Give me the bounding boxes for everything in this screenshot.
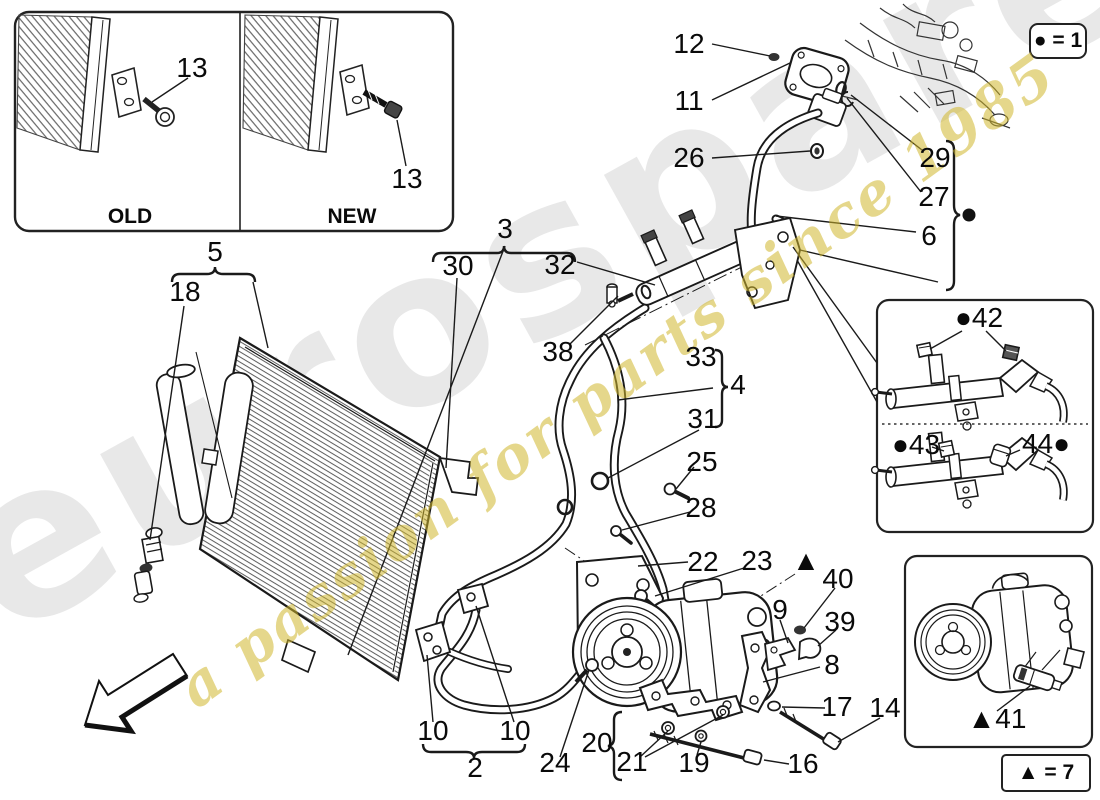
quantity-dot	[962, 208, 976, 222]
new-label: NEW	[322, 205, 382, 229]
callout-8-19: 8	[824, 649, 840, 680]
callout-13-0: 13	[176, 52, 208, 83]
washer-17	[767, 700, 781, 712]
callout-3-4: 3	[497, 213, 513, 244]
condenser-bracket-30	[438, 456, 480, 497]
callout-17-20: 17	[821, 691, 853, 722]
callout-12-30: 12	[673, 28, 705, 59]
callout-41-39: ▲41	[967, 703, 1027, 734]
callout-24-26: 24	[539, 747, 571, 778]
callout-14-21: 14	[869, 692, 901, 723]
callout-44-38: 44●	[1021, 428, 1071, 459]
callout-31-10: 31	[687, 403, 719, 434]
callout-32-6: 32	[544, 249, 576, 280]
callout-9-17: 9	[772, 594, 788, 625]
engine-backdrop	[829, 3, 1011, 129]
callout-2-29: 2	[467, 752, 483, 783]
legend-dot-box	[1029, 23, 1087, 59]
sensor-41	[1012, 664, 1063, 692]
clip-39	[798, 637, 822, 661]
callout-23-14: 23	[741, 545, 773, 576]
direction-arrow	[83, 652, 189, 735]
inset-fittings-box	[872, 298, 1095, 534]
receiver-drier	[133, 363, 205, 603]
bracket-8	[738, 630, 772, 714]
valve-assembly	[584, 209, 801, 346]
callout-brackets	[170, 139, 961, 782]
callout-39-18: 39	[824, 606, 856, 637]
callout-28-12: 28	[685, 492, 717, 523]
bolt-28	[610, 525, 622, 537]
bolt-25	[663, 482, 677, 496]
inset-compressor-box	[903, 554, 1094, 749]
callout-5-2: 5	[207, 236, 223, 267]
condenser	[133, 336, 490, 682]
old-label: OLD	[102, 205, 158, 229]
callout-20-25: 20	[581, 727, 613, 758]
callout-43-37: ●43	[891, 429, 941, 460]
nut-12	[768, 53, 780, 61]
legend-triangle-box	[1001, 754, 1091, 792]
callout-33-8: 33	[685, 341, 717, 372]
callout-19-23: 19	[678, 747, 710, 778]
callout-10-28: 10	[499, 715, 531, 746]
callout-38-7: 38	[542, 336, 574, 367]
bolt-14	[779, 707, 842, 751]
callout-13-1: 13	[391, 163, 423, 194]
legend-dot-quantity: ● = 1	[1033, 29, 1083, 52]
condenser-side-tank	[201, 371, 254, 525]
nut-40	[794, 625, 806, 635]
compressor-assembly	[564, 547, 842, 766]
callout--15: ▲	[792, 545, 820, 576]
callout-18-3: 18	[169, 276, 201, 307]
leader-lines	[149, 43, 1031, 765]
pipe-fittings-10	[414, 582, 490, 663]
compressor-pulley	[571, 596, 683, 708]
callout-25-11: 25	[686, 446, 718, 477]
bracket-9	[764, 636, 797, 672]
callout-10-27: 10	[417, 715, 449, 746]
callout-42-36: ●42	[954, 302, 1004, 333]
legend-triangle-quantity: ▲ = 7	[1017, 761, 1075, 784]
callout-22-13: 22	[687, 546, 719, 577]
callout-27-34: 27	[918, 181, 950, 212]
inset-old-new-box	[13, 10, 455, 233]
callout-11-31: 11	[674, 85, 704, 116]
callout-29-33: 29	[919, 142, 951, 173]
callout-6-35: 6	[921, 220, 937, 251]
callout-26-32: 26	[673, 142, 705, 173]
callout-30-5: 30	[442, 250, 474, 281]
callout-16-22: 16	[787, 748, 819, 779]
callout-21-24: 21	[616, 746, 648, 777]
callout-4-9: 4	[730, 369, 746, 400]
bolt-24	[585, 658, 599, 672]
callout-40-16: 40	[822, 563, 854, 594]
